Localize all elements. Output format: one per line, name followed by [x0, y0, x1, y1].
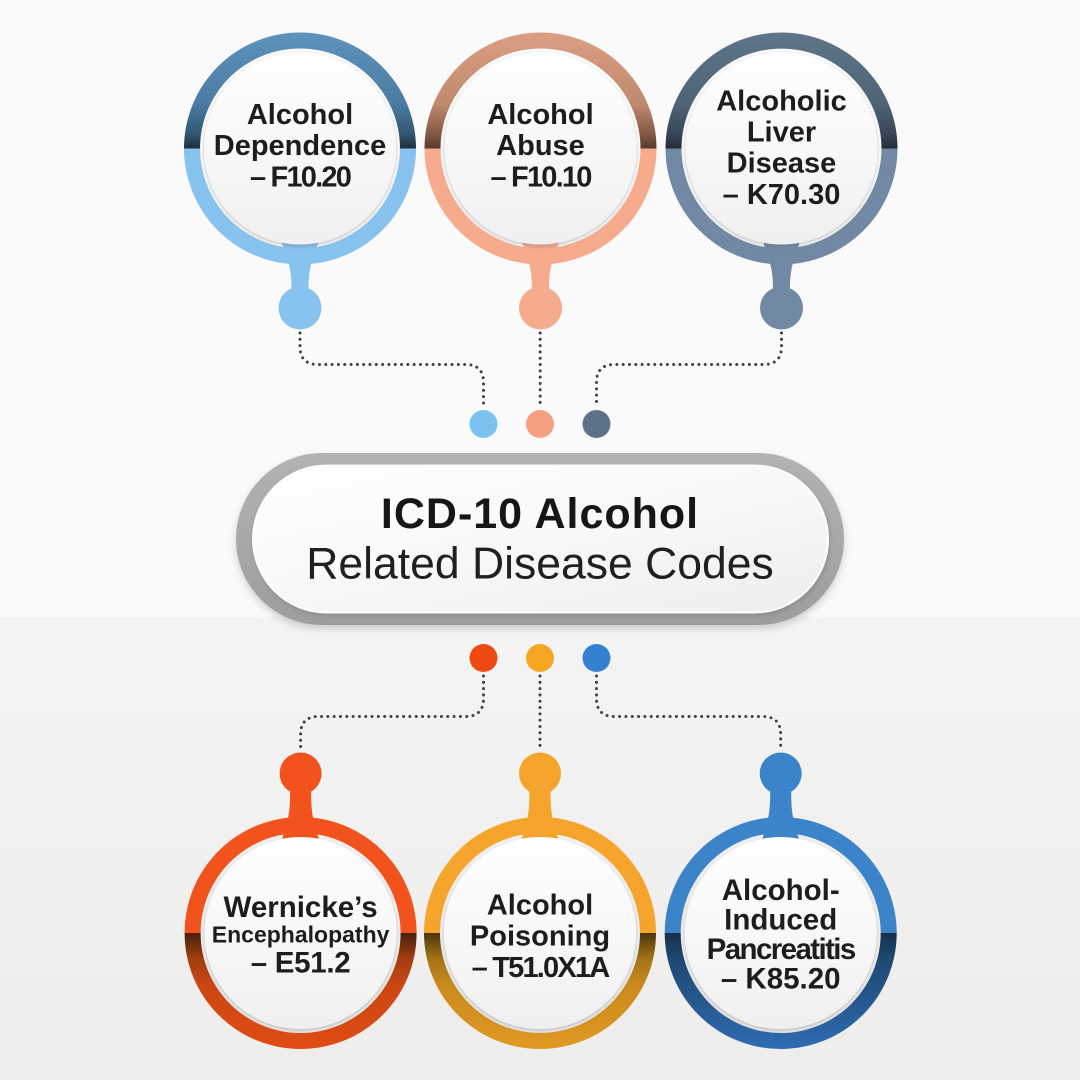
svg-text:Induced: Induced	[724, 904, 837, 937]
svg-text:Poisoning: Poisoning	[470, 921, 610, 953]
svg-text:– K85.20: – K85.20	[721, 962, 841, 995]
svg-text:ICD-10 Alcohol: ICD-10 Alcohol	[381, 490, 699, 538]
svg-text:Alcohol: Alcohol	[487, 99, 593, 131]
svg-text:Alcoholic: Alcoholic	[716, 85, 847, 117]
svg-text:– T51.0X1A: – T51.0X1A	[472, 952, 611, 984]
svg-text:– F10.10: – F10.10	[490, 161, 591, 193]
svg-text:Alcohol-: Alcohol-	[722, 874, 840, 907]
svg-text:Encephalopathy: Encephalopathy	[212, 921, 390, 947]
svg-text:Pancreatitis: Pancreatitis	[707, 933, 856, 966]
svg-text:Alcohol: Alcohol	[487, 889, 593, 921]
svg-text:Alcohol: Alcohol	[247, 99, 353, 131]
svg-text:Related Disease Codes: Related Disease Codes	[306, 540, 774, 589]
svg-text:Abuse: Abuse	[496, 130, 585, 162]
svg-text:Liver: Liver	[747, 117, 816, 149]
svg-text:Wernicke’s: Wernicke’s	[224, 891, 378, 924]
svg-text:– E51.2: – E51.2	[251, 946, 351, 979]
svg-text:– K70.30: – K70.30	[723, 179, 841, 211]
svg-text:Disease: Disease	[727, 148, 837, 180]
svg-text:Dependence: Dependence	[214, 130, 386, 162]
svg-text:– F10.20: – F10.20	[250, 161, 351, 193]
